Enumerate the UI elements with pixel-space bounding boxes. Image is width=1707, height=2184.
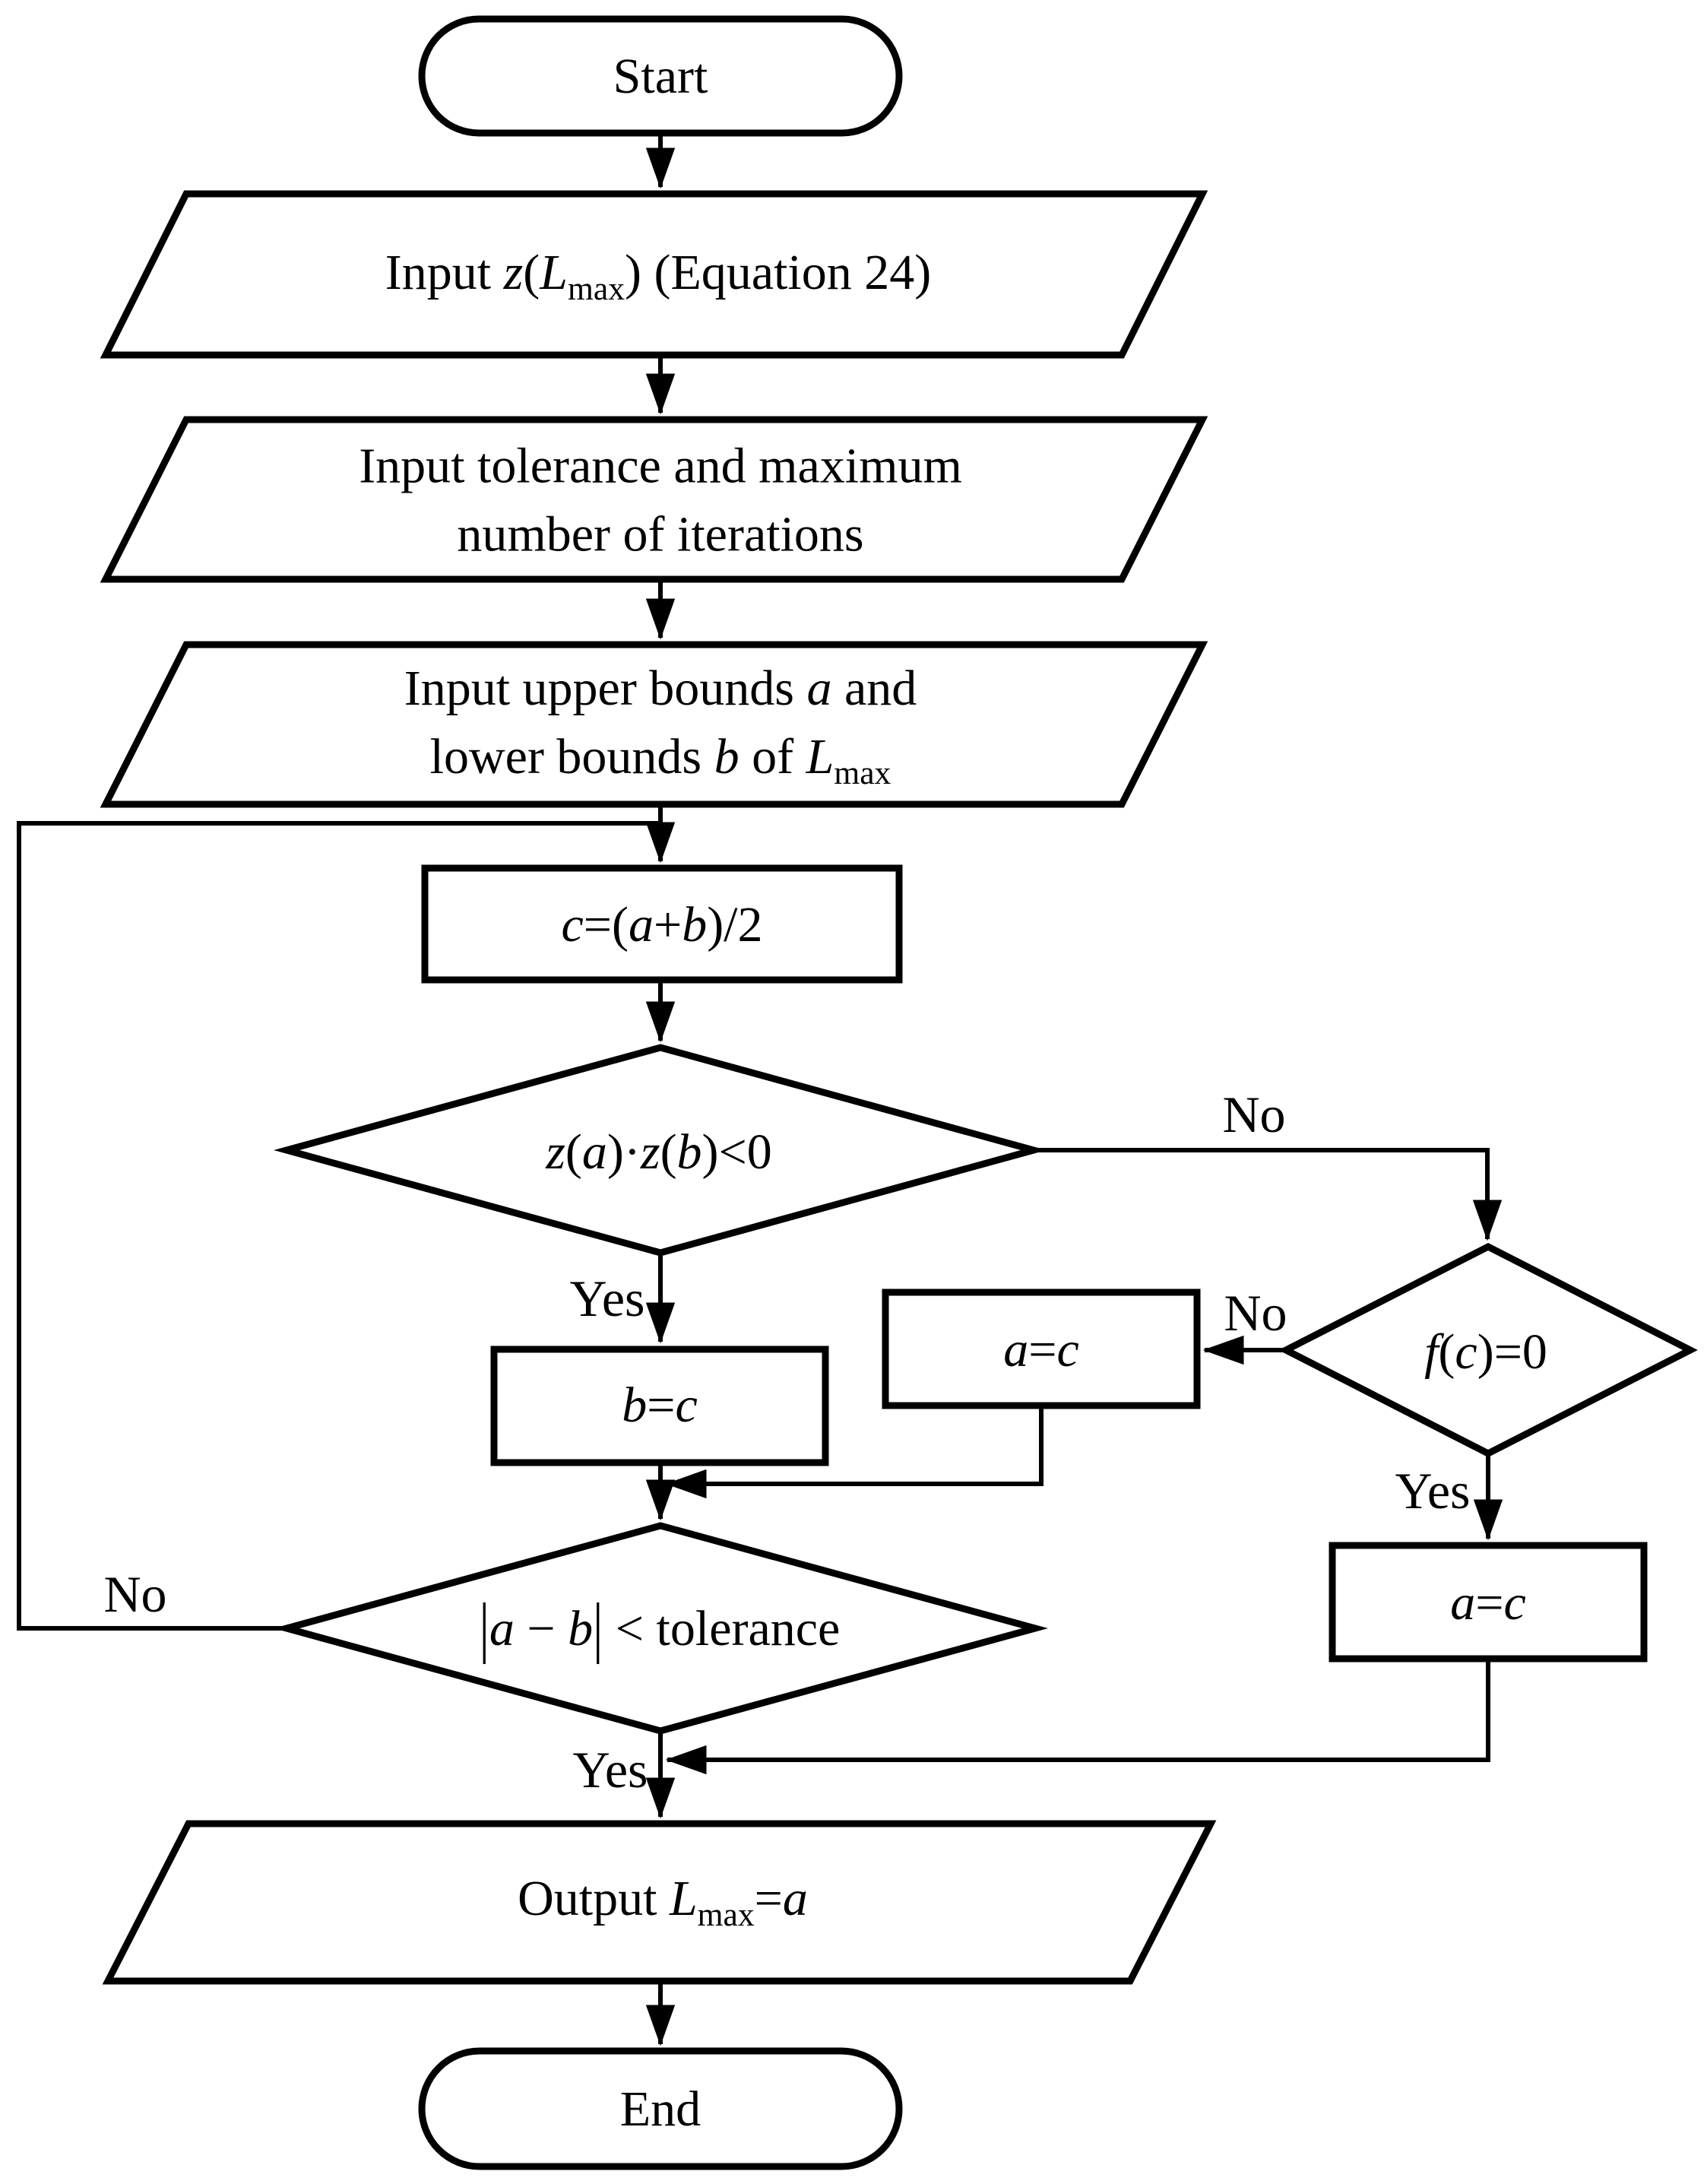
var-a: a [581, 1124, 607, 1181]
set-a-no-label: a=c [1003, 1322, 1079, 1378]
start-label: Start [613, 43, 708, 111]
var-c: c [1503, 1575, 1526, 1631]
edge-set-a-no-join [665, 1406, 1044, 1499]
var-c: c [1455, 1324, 1477, 1380]
var-c: c [675, 1377, 698, 1434]
edge-set-a-yes-join [665, 1659, 1490, 1775]
sign-check-yes-label: Yes [569, 1269, 645, 1327]
var-b: b [568, 1601, 594, 1657]
start-text: Start [613, 49, 708, 105]
sign-check-no-label: No [1222, 1085, 1286, 1143]
var-z: z [640, 1124, 660, 1181]
end-text: End [619, 2081, 701, 2138]
tolerance-check-decision-shape [273, 1522, 1049, 1735]
end-label: End [620, 2075, 701, 2144]
var-z: z [503, 244, 524, 300]
root-check-no-label: No [1224, 1283, 1287, 1342]
input-bounds-line2: lower bounds b of Lmax [429, 728, 892, 791]
midpoint-process-shape [421, 864, 903, 984]
input-tolerance-line2: number of iterations [457, 506, 864, 562]
var-a: a [628, 897, 654, 953]
var-b: b [622, 1377, 648, 1434]
var-f: f [1424, 1324, 1439, 1380]
edge-loopback-no [17, 821, 660, 1631]
root-check-label: f(c)=0 [1424, 1324, 1547, 1380]
midpoint-label: c=(a+b)/2 [561, 897, 763, 953]
tolerance-check-no-label: No [103, 1564, 167, 1623]
input-tolerance-label: Input tolerance and maximum number of it… [359, 432, 962, 569]
sign-check-decision-shape [273, 1044, 1047, 1257]
start-terminator-shape [418, 15, 903, 137]
var-b: b [682, 897, 708, 953]
output-io-shape [102, 1820, 1217, 1985]
var-c: c [561, 897, 584, 953]
subscript-max: max [834, 754, 892, 791]
var-b: b [714, 728, 739, 785]
var-a: a [782, 1870, 808, 1926]
root-check-decision-shape [1278, 1242, 1698, 1458]
input-equation-io-shape [100, 190, 1208, 359]
var-b: b [676, 1124, 702, 1181]
var-z: z [546, 1124, 565, 1181]
set-a-no-process-shape [882, 1289, 1201, 1409]
var-a: a [489, 1601, 515, 1657]
edge-sign-check-no [1034, 1148, 1503, 1241]
set-b-process-shape [490, 1346, 829, 1466]
set-b-label: b=c [622, 1377, 698, 1434]
input-equation-label: Input z(Lmax) (Equation 24) [385, 244, 932, 307]
end-terminator-shape [418, 2047, 903, 2170]
set-a-yes-label: a=c [1450, 1575, 1526, 1631]
var-L: L [540, 244, 568, 300]
var-L: L [806, 728, 834, 785]
input-tolerance-io-shape [100, 416, 1208, 583]
abs-bar: | [479, 1590, 489, 1666]
sign-check-label: z(a)·z(b)<0 [546, 1124, 772, 1181]
input-bounds-io-shape [100, 641, 1208, 808]
input-bounds-label: Input upper bounds a and lower bounds b … [404, 655, 917, 796]
tolerance-check-label: |a − b| < tolerance [480, 1590, 841, 1666]
var-a: a [1450, 1575, 1476, 1631]
tolerance-check-yes-label: Yes [572, 1740, 648, 1799]
root-check-yes-label: Yes [1395, 1461, 1471, 1520]
abs-bar: | [593, 1590, 603, 1666]
input-tolerance-line1: Input tolerance and maximum [359, 438, 962, 494]
subscript-max: max [697, 1896, 755, 1933]
var-L: L [669, 1870, 698, 1926]
var-a: a [806, 661, 832, 717]
subscript-max: max [568, 270, 625, 307]
var-c: c [1056, 1322, 1079, 1378]
set-a-yes-process-shape [1329, 1542, 1648, 1663]
var-a: a [1003, 1322, 1029, 1378]
input-bounds-line1: Input upper bounds a and [404, 661, 917, 717]
output-label: Output Lmax=a [518, 1870, 808, 1933]
